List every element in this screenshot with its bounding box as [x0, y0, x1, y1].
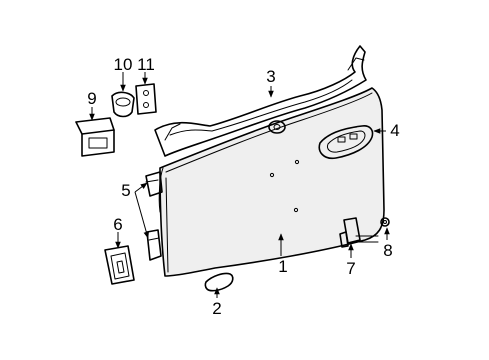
hinge-upper — [145, 171, 163, 197]
bumper-bracket — [104, 245, 135, 285]
callout-8: 8 — [383, 241, 392, 260]
nut — [380, 217, 390, 227]
spoiler-header — [154, 45, 367, 157]
callout-3: 3 — [266, 67, 275, 86]
hinge-lower — [146, 229, 162, 261]
callout-2: 2 — [212, 299, 221, 318]
callout-6: 6 — [113, 215, 122, 234]
callout-11: 11 — [137, 55, 155, 74]
clip-bracket — [75, 117, 115, 157]
plug — [204, 272, 234, 292]
handle-assembly — [318, 125, 374, 160]
callout-10: 10 — [114, 55, 133, 74]
callout-5: 5 — [121, 181, 130, 200]
striker-plate — [135, 83, 157, 115]
callout-4: 4 — [390, 121, 399, 140]
callout-1: 1 — [278, 257, 287, 276]
callout-9: 9 — [87, 89, 96, 108]
liftgate-panel — [158, 87, 385, 277]
bumper-stop — [111, 91, 135, 118]
leader-lines — [89, 72, 390, 298]
callout-7: 7 — [346, 259, 355, 278]
lock-strut — [339, 217, 379, 248]
